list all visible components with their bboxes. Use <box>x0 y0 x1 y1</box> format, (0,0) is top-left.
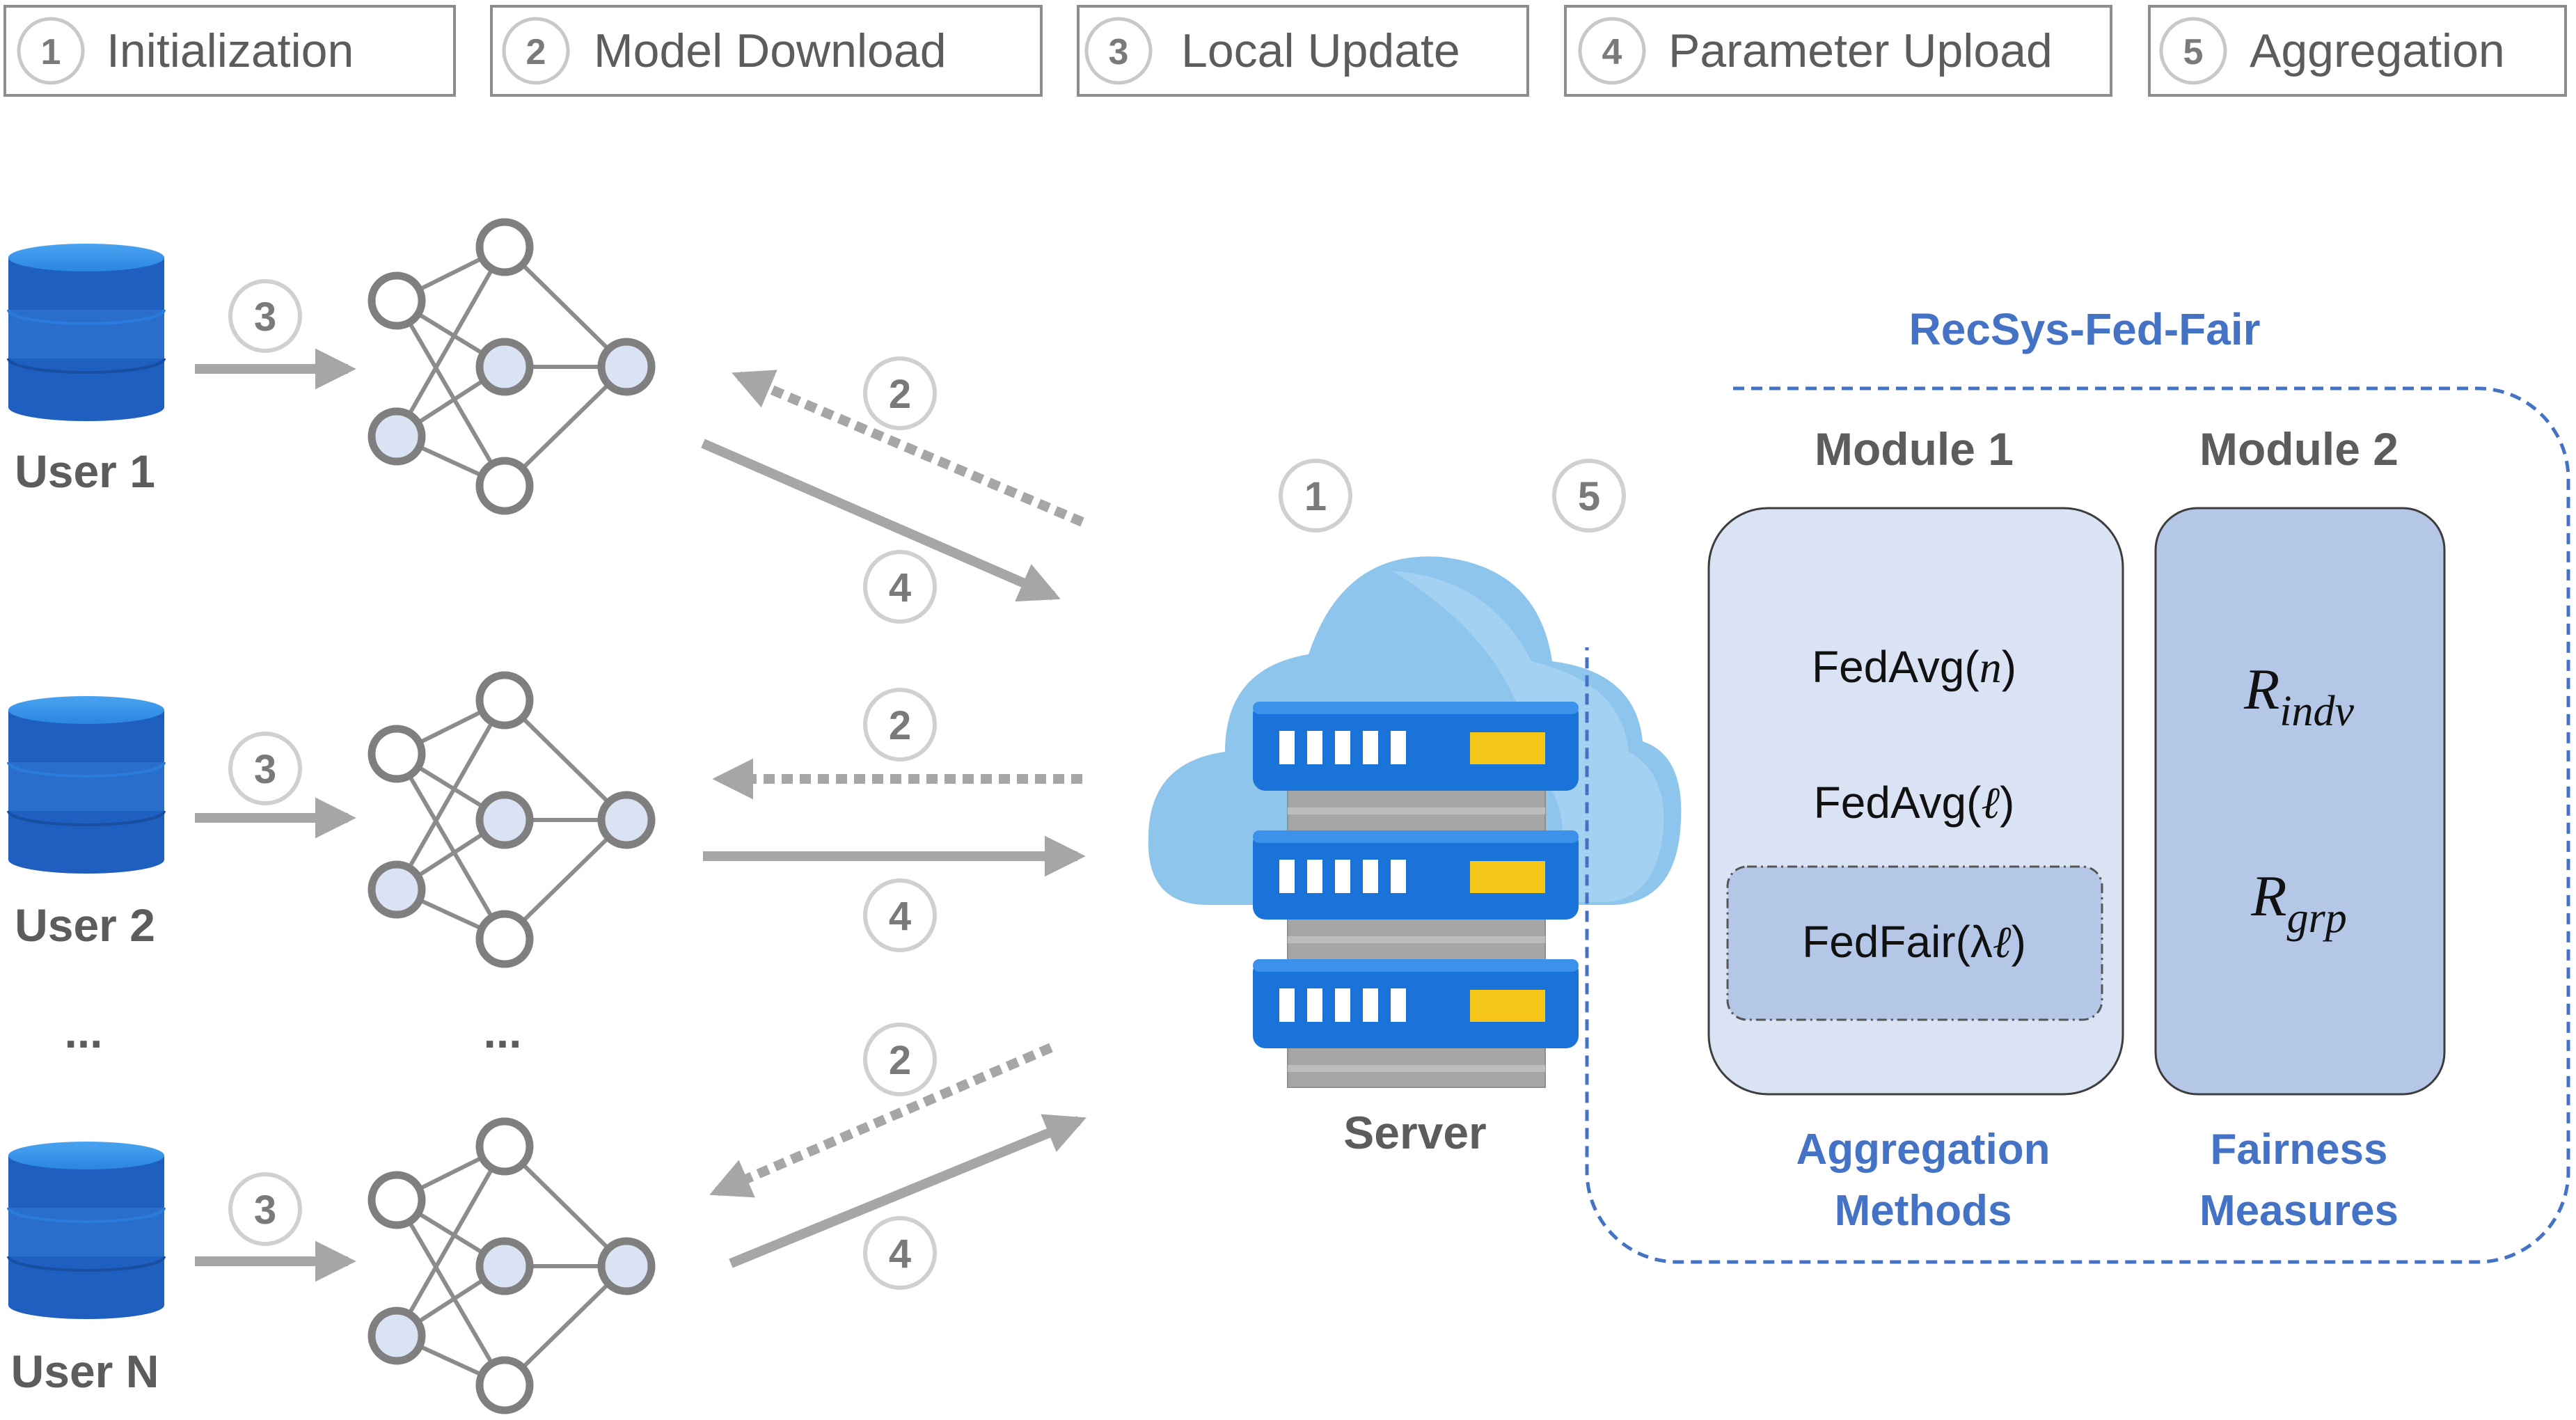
step-2-number-user-1: 2 <box>889 372 911 417</box>
module-2-panel <box>2154 507 2446 1096</box>
user-1-label: User 1 <box>15 445 155 497</box>
step-4-number-user-n: 4 <box>889 1231 911 1277</box>
server-unit-2 <box>1253 830 1579 920</box>
nn-node <box>368 1171 426 1229</box>
legend-step-1-label: Initialization <box>106 24 354 77</box>
legend-step-1-number: 1 <box>41 32 61 72</box>
upload-arrow-user-1 <box>701 439 1061 602</box>
step-4-number-user-1: 4 <box>889 565 911 610</box>
module-1-caption-line-1: Aggregation <box>1796 1126 2050 1174</box>
nn-edge <box>395 1199 507 1387</box>
models-ellipsis: ... <box>483 1006 521 1057</box>
user-1-database-icon <box>7 244 166 421</box>
legend-step-4-number: 4 <box>1602 32 1622 72</box>
step-3-badge-user-n: 3 <box>228 1172 302 1246</box>
server-label: Server <box>1343 1107 1487 1158</box>
nn-node <box>368 271 426 330</box>
step-1-number-server: 1 <box>1304 474 1327 519</box>
step-4-number-user-2: 4 <box>889 894 911 939</box>
legend-step-5: 5 Aggregation <box>2148 5 2567 97</box>
step-3-number-user-1: 3 <box>254 294 276 340</box>
module-2-title: Module 2 <box>2199 423 2399 475</box>
nn-node <box>597 1237 656 1295</box>
step-3-number-user-n: 3 <box>254 1188 276 1233</box>
server-unit-3 <box>1253 959 1579 1048</box>
step-5-badge: 5 <box>1552 459 1626 532</box>
nn-node <box>597 338 656 396</box>
legend-step-3-number: 3 <box>1109 32 1129 72</box>
module-1-caption-line-2: Methods <box>1835 1187 2012 1235</box>
users-ellipsis: ... <box>64 1006 102 1057</box>
legend-step-2-number: 2 <box>526 32 546 72</box>
step-4-badge-user-2: 4 <box>863 878 937 952</box>
step-5-number: 5 <box>1578 474 1600 519</box>
module-2-measure-grp: Rgrp <box>2250 864 2346 942</box>
nn-edge <box>395 699 507 891</box>
legend-step-1: 1 Initialization <box>3 5 456 97</box>
step-2-badge-user-n: 2 <box>863 1023 937 1096</box>
step-2-number-user-2: 2 <box>889 703 911 748</box>
nn-node <box>475 671 534 729</box>
legend-step-3: 3 Local Update <box>1077 5 1529 97</box>
user-2-database-icon <box>7 696 166 874</box>
nn-node <box>475 457 534 515</box>
nn-node <box>475 791 534 849</box>
module-2-caption-line-2: Measures <box>2199 1187 2399 1235</box>
step-1-badge-server: 1 <box>1279 459 1352 532</box>
legend-step-2: 2 Model Download <box>490 5 1043 97</box>
download-arrow-user-n <box>709 1043 1053 1198</box>
system-boundary <box>1585 386 2570 1264</box>
user-n-database-icon <box>7 1142 166 1319</box>
module-1-item-fedavg-n: FedAvg(n) <box>1812 642 2016 692</box>
user-n-label: User N <box>11 1346 159 1397</box>
module-1-title: Module 1 <box>1815 423 2014 475</box>
nn-edge <box>395 1145 507 1337</box>
download-arrow-user-1 <box>732 370 1084 527</box>
nn-node <box>368 407 426 466</box>
system-title: RecSys-Fed-Fair <box>1909 304 2260 354</box>
server-unit-1 <box>1253 702 1579 791</box>
legend-step-5-number: 5 <box>2183 32 2204 72</box>
local-model-neural-network-icon-1 <box>368 218 656 515</box>
step-2-badge-user-2: 2 <box>863 688 937 762</box>
nn-node <box>475 1117 534 1176</box>
nn-node <box>368 725 426 783</box>
nn-edge <box>395 752 507 940</box>
local-model-neural-network-icon-2 <box>368 671 656 968</box>
nn-node <box>368 860 426 919</box>
nn-node <box>475 218 534 276</box>
nn-node <box>597 791 656 849</box>
nn-node <box>368 1307 426 1365</box>
legend-step-5-label: Aggregation <box>2250 24 2505 77</box>
module-1-item-fedavg-l: FedAvg(ℓ) <box>1814 778 2015 828</box>
step-3-badge-user-1: 3 <box>228 279 302 353</box>
module-1-fedfair-highlight <box>1726 865 2103 1021</box>
nn-edge <box>395 246 507 438</box>
nn-node <box>475 910 534 968</box>
nn-edge <box>395 299 507 487</box>
legend-step-2-label: Model Download <box>594 24 947 77</box>
step-3-badge-user-2: 3 <box>228 732 302 805</box>
module-2-measure-indv: Rindv <box>2243 657 2355 735</box>
step-3-number-user-2: 3 <box>254 747 276 792</box>
legend-step-3-label: Local Update <box>1181 24 1460 77</box>
server-rack-icon <box>1253 702 1579 1088</box>
upload-arrow-user-n <box>729 1114 1086 1268</box>
module-2-caption-line-1: Fairness <box>2210 1126 2387 1174</box>
step-2-number-user-n: 2 <box>889 1038 911 1083</box>
user-2-label: User 2 <box>15 899 155 951</box>
nn-node <box>475 338 534 396</box>
module-1-item-fedfair: FedFair(λℓ) <box>1802 917 2026 967</box>
step-4-badge-user-1: 4 <box>863 550 937 624</box>
local-model-neural-network-icon-3 <box>368 1117 656 1414</box>
legend-step-4-label: Parameter Upload <box>1668 24 2053 77</box>
step-2-badge-user-1: 2 <box>863 356 937 430</box>
step-4-badge-user-n: 4 <box>863 1216 937 1290</box>
nn-node <box>475 1237 534 1295</box>
nn-node <box>475 1356 534 1414</box>
legend-step-4: 4 Parameter Upload <box>1564 5 2112 97</box>
